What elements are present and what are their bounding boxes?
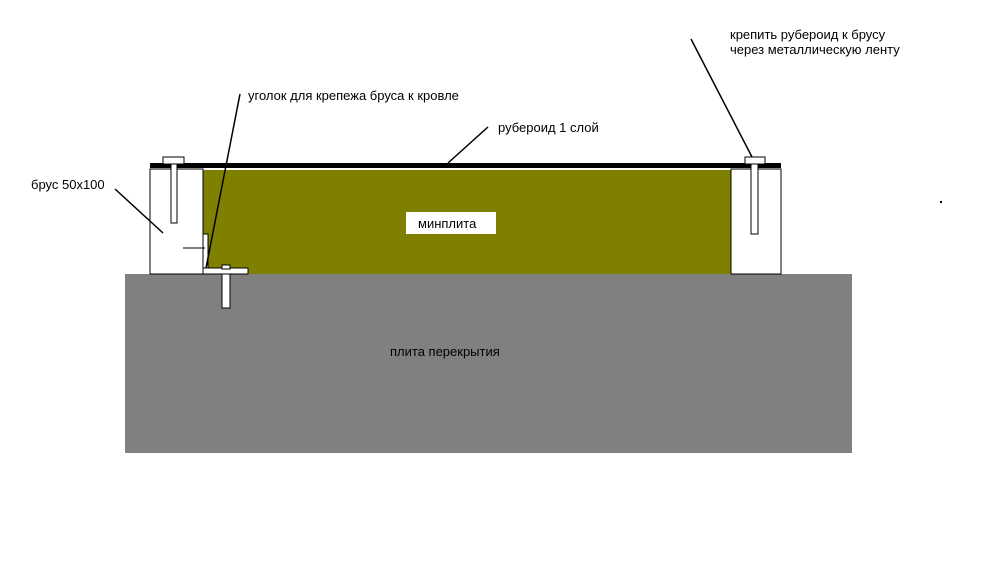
leader-line-roofing-felt xyxy=(447,126,489,164)
mineral-wool-label-box xyxy=(406,212,496,234)
leader-line-timber xyxy=(114,188,164,234)
label-fasten-felt-line1: крепить рубероид к брусу xyxy=(730,27,886,42)
label-fasten-felt-line2: через металлическую ленту xyxy=(730,42,900,57)
roofing-felt-layer xyxy=(150,163,781,168)
label-corner-bracket: уголок для крепежа бруса к кровле xyxy=(248,88,459,103)
label-roofing-felt: рубероид 1 слой xyxy=(498,120,599,135)
leader-line-corner-bracket xyxy=(205,93,241,269)
leader-line-fasten-felt xyxy=(690,38,753,158)
right-top-screw xyxy=(744,156,766,235)
label-mineral-wool: минплита xyxy=(418,216,477,231)
label-timber: брус 50х100 xyxy=(31,177,105,192)
label-floor-slab: плита перекрытия xyxy=(390,344,500,359)
floor-slab xyxy=(125,274,852,453)
corner-bracket xyxy=(183,233,249,309)
left-top-screw xyxy=(162,156,185,224)
stray-dot xyxy=(940,201,942,203)
